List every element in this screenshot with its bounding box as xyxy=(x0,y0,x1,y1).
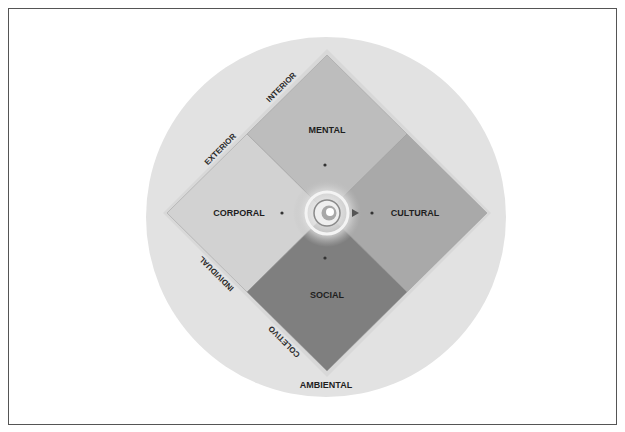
pointer-dot xyxy=(323,256,326,259)
pointer-dot xyxy=(323,163,326,166)
center-ring xyxy=(306,192,348,234)
center-swirl xyxy=(314,200,340,226)
center-glow xyxy=(293,179,361,247)
environment-disc xyxy=(146,37,506,397)
quadrant-label: CULTURAL xyxy=(391,208,439,219)
quadrant-label: AMBIENTAL xyxy=(300,380,352,391)
center-eye xyxy=(326,208,334,216)
pointer-head xyxy=(352,209,359,217)
quadrant-label: CORPORAL xyxy=(213,208,265,219)
outer-diamond xyxy=(163,49,491,377)
quadrant-label: SOCIAL xyxy=(310,290,344,301)
pointer-dot xyxy=(280,211,283,214)
frame-border xyxy=(9,9,617,425)
center-core xyxy=(322,206,337,221)
pointer-dot xyxy=(370,211,373,214)
quadrant-label: MENTAL xyxy=(309,125,346,136)
